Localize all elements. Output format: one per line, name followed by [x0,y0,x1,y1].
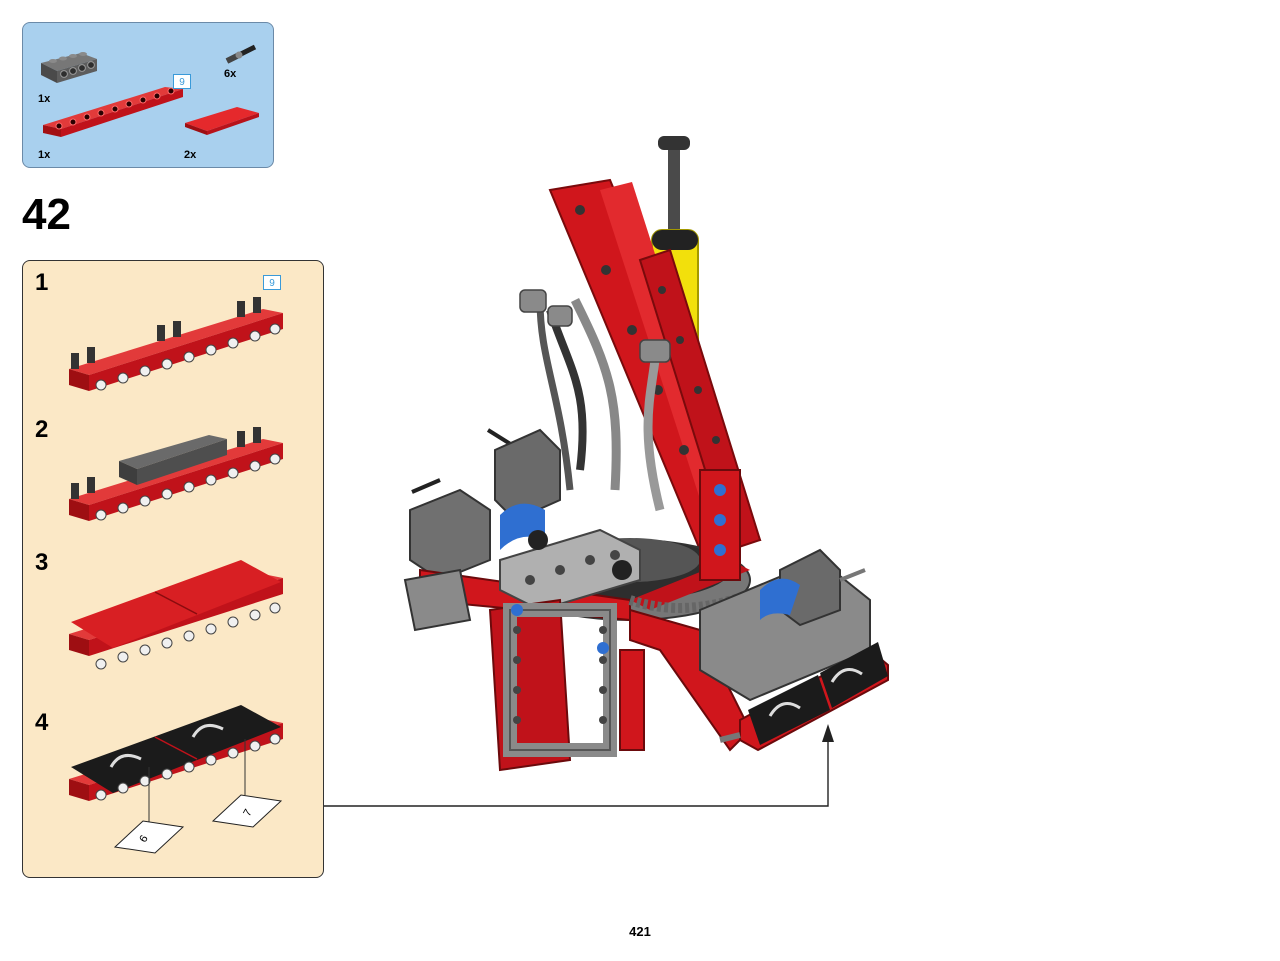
part-length-badge: 9 [173,74,191,89]
substep-number: 4 [35,709,49,736]
subassembly-box: 1 9 2 3 [22,260,324,878]
part-red-tile-image [185,107,259,135]
substep-number: 1 [35,269,49,296]
substep-length-badge: 9 [263,275,281,290]
substep-number: 2 [35,416,49,443]
part-qty: 1x [38,149,51,161]
substep-4-image [69,705,283,854]
part-grey-brick-image [41,52,97,83]
substep-number: 3 [35,549,49,576]
part-qty: 1x [38,93,51,105]
substep-2-image [69,427,283,521]
substep-3-image [69,560,283,670]
part-axle-pin-image [225,44,257,64]
model-assembly-image [403,136,889,772]
page-number: 421 [629,924,651,939]
substep-1-image [69,297,283,391]
parts-list-box: 1x 6x 9 1x 2x [22,22,274,168]
part-red-liftarm-image [43,87,183,137]
part-qty: 2x [184,149,197,161]
step-number: 42 [22,190,71,239]
part-qty: 6x [224,68,237,80]
